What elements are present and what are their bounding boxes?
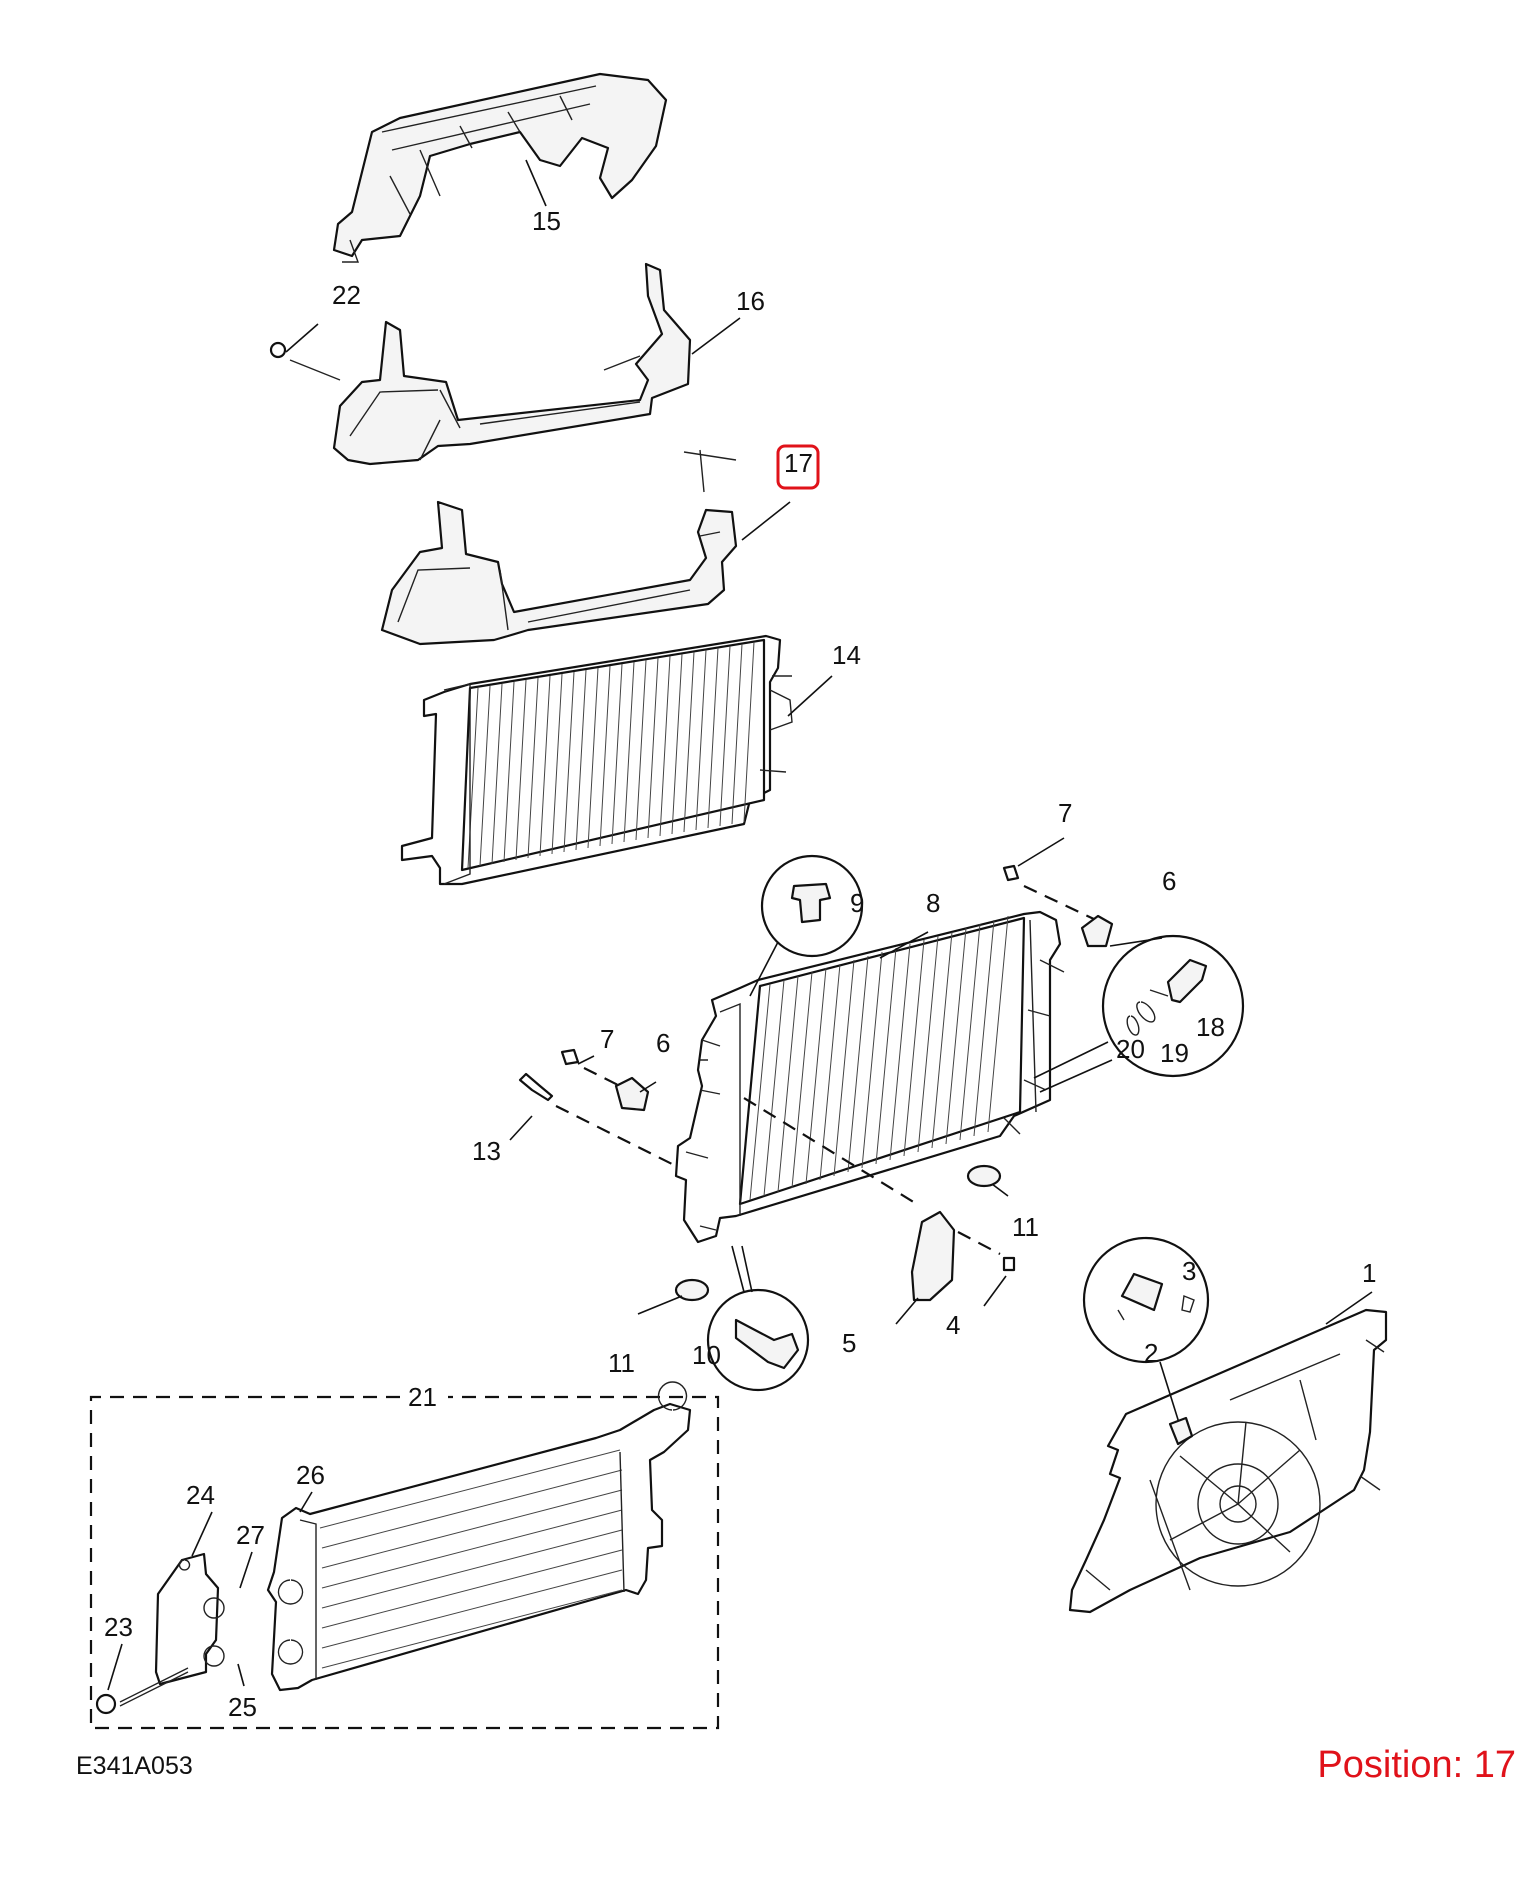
callout-labels: 1 2 3 4 5 6 6 7 7 8 9 10 11 11 13 14 15 … [104,206,1376,1722]
callout-10[interactable]: 10 [692,1340,721,1370]
callout-7-lower[interactable]: 7 [600,1024,614,1054]
callout-23[interactable]: 23 [104,1612,133,1642]
leader-lines [107,159,1373,1691]
callout-19[interactable]: 19 [1160,1038,1189,1068]
callout-22[interactable]: 22 [332,280,361,310]
bolt-13[interactable] [518,1072,554,1102]
callout-26[interactable]: 26 [296,1460,325,1490]
callout-6-upper[interactable]: 6 [1162,866,1176,896]
mount-6-upper[interactable] [1080,914,1114,948]
callout-11-left[interactable]: 11 [608,1348,635,1378]
callout-15[interactable]: 15 [532,206,561,236]
callout-4[interactable]: 4 [946,1310,960,1340]
callout-14[interactable]: 14 [832,640,861,670]
callout-6-lower[interactable]: 6 [656,1028,670,1058]
callout-16[interactable]: 16 [736,286,765,316]
position-indicator: Position: 17 [1317,1744,1516,1786]
part-17-lower-deflector[interactable] [380,449,738,646]
detail-circle-10 [706,1245,810,1392]
grommet-11-right[interactable] [966,1164,1002,1188]
selected-callout-highlight [776,444,820,490]
callout-5[interactable]: 5 [842,1328,856,1358]
callout-1[interactable]: 1 [1362,1258,1376,1288]
part-21-kit-boundary [89,1395,720,1730]
bolt-7-upper[interactable] [1002,864,1020,882]
part-14-condenser[interactable] [400,634,793,886]
bracket-5[interactable] [910,1210,956,1302]
callout-8[interactable]: 8 [926,888,940,918]
fasteners [269,341,1114,1302]
callout-20[interactable]: 20 [1116,1034,1145,1064]
callout-27[interactable]: 27 [236,1520,265,1550]
detail-circle-9 [749,854,864,997]
part-16-middle-deflector[interactable] [332,262,692,466]
callout-9[interactable]: 9 [850,888,864,918]
callout-3[interactable]: 3 [1182,1256,1196,1286]
part-15-upper-deflector[interactable] [332,72,668,263]
mount-6-lower[interactable] [614,1076,650,1112]
callout-17[interactable]: 17 [784,448,813,478]
bolt-22[interactable] [269,341,287,359]
part-8-radiator[interactable] [674,910,1065,1244]
detail-circle-2-3 [1082,1236,1210,1446]
callout-2[interactable]: 2 [1144,1338,1158,1368]
callout-18[interactable]: 18 [1196,1012,1225,1042]
callout-24[interactable]: 24 [186,1480,215,1510]
part-26-oil-cooler[interactable] [266,1381,692,1692]
bolt-7-lower[interactable] [560,1048,580,1066]
part-1-fan-shroud[interactable] [1068,1308,1388,1614]
callout-13[interactable]: 13 [472,1136,501,1166]
callout-21[interactable]: 21 [408,1382,437,1412]
grommet-11-left[interactable] [674,1278,710,1302]
detail-circle-18-19-20 [1033,934,1245,1093]
callout-7-upper[interactable]: 7 [1058,798,1072,828]
bolt-4[interactable] [1002,1256,1016,1272]
part-24-thermostat-housing[interactable] [95,1552,225,1715]
diagram-code: E341A053 [76,1752,193,1780]
callout-25[interactable]: 25 [228,1692,257,1722]
callout-11-right[interactable]: 11 [1012,1212,1039,1242]
